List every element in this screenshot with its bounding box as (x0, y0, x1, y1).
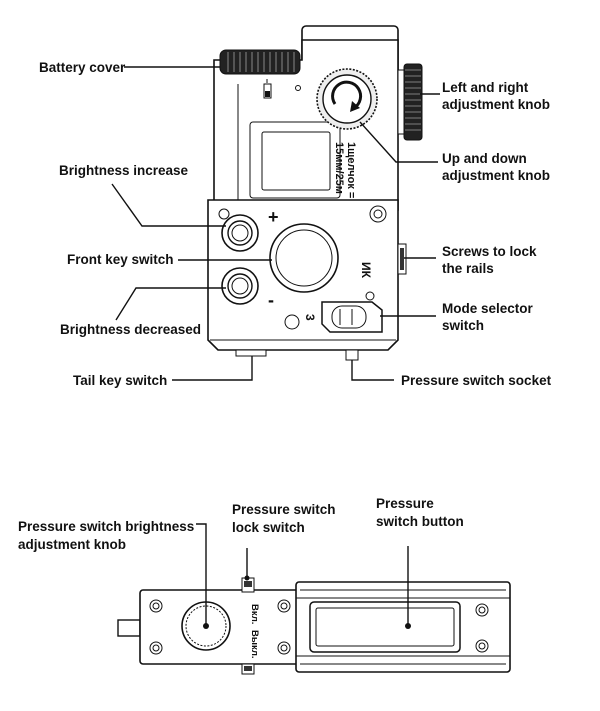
bottom-view-dots (203, 575, 411, 629)
pressure-switch-socket (345, 349, 359, 361)
position-3-screw (284, 314, 300, 330)
ik-marking: ИК (359, 262, 373, 279)
label-battery-cover: Battery cover (39, 60, 126, 75)
front-key-switch[interactable] (269, 223, 339, 293)
label-up-down-knob-line1: Up and down (442, 151, 527, 166)
label-mode-selector-line2: switch (442, 318, 484, 333)
label-brightness-knob-line1: Pressure switch brightness (18, 519, 194, 534)
label-pressure-button-line1: Pressure (376, 496, 434, 511)
label-left-right-knob-line1: Left and right (442, 80, 529, 95)
label-left-right-knob-line2: adjustment knob (442, 97, 550, 112)
mode-selector-switch[interactable] (321, 291, 383, 333)
label-lock-switch-line2: lock switch (232, 520, 305, 535)
brightness-decrease-button[interactable] (221, 267, 259, 305)
label-front-key-switch: Front key switch (67, 252, 174, 267)
label-screws-line2: the rails (442, 261, 494, 276)
label-brightness-increase: Brightness increase (59, 163, 189, 178)
label-pressure-button-line2: switch button (376, 514, 464, 529)
label-lock-switch-line1: Pressure switch (232, 502, 336, 517)
label-brightness-decreased: Brightness decreased (60, 322, 201, 337)
bottom-view-device: Вкл. Выкл. (117, 577, 511, 675)
top-view-device: 1щелчок = 15мм/25м + - (207, 25, 423, 361)
scale-marking-2: 15мм/25м (333, 142, 345, 194)
on-marking: Вкл. (249, 604, 260, 624)
label-tail-key-switch: Tail key switch (73, 373, 167, 388)
scale-marking-1: 1щелчок = (345, 142, 357, 198)
bottom-view-leaders (196, 523, 409, 626)
plus-marking: + (268, 207, 279, 227)
top-view-labels: Battery cover Left and right adjustment … (39, 60, 552, 388)
up-down-adjustment-knob (316, 68, 378, 130)
pressure-switch-button[interactable] (309, 601, 461, 653)
three-marking: 3 (303, 314, 317, 321)
pressure-lock-switch[interactable] (241, 577, 255, 675)
label-brightness-knob-line2: adjustment knob (18, 537, 126, 552)
rail-lock-screw (397, 243, 407, 275)
label-mode-selector-line1: Mode selector (442, 301, 534, 316)
battery-cover-knob (219, 49, 301, 75)
label-pressure-switch-socket: Pressure switch socket (401, 373, 552, 388)
off-marking: Выкл. (249, 630, 260, 659)
tail-key-switch[interactable] (235, 349, 267, 357)
minus-marking: - (268, 290, 274, 310)
label-screws-line1: Screws to lock (442, 244, 537, 259)
left-right-adjustment-knob (397, 63, 423, 141)
brightness-increase-button[interactable] (221, 214, 259, 252)
top-view-leaders (111, 66, 440, 381)
label-up-down-knob-line2: adjustment knob (442, 168, 550, 183)
bottom-view-labels: Pressure switch brightness adjustment kn… (18, 496, 464, 552)
battery-icon (263, 79, 272, 99)
